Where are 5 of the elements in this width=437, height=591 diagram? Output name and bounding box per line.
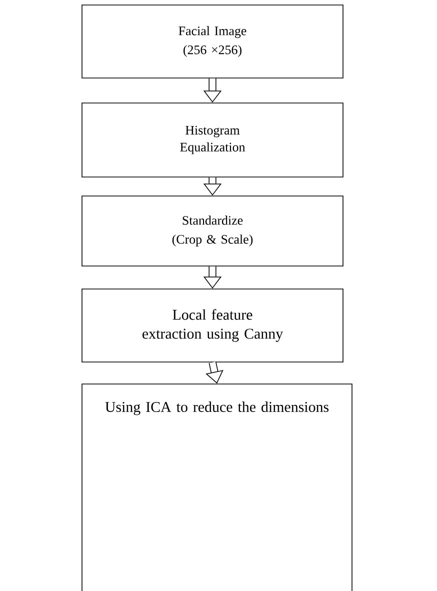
process-box: Standardize (Crop & Scale) bbox=[82, 196, 344, 266]
process-box: Histogram Equalization bbox=[82, 102, 344, 178]
process-box: Facial Image (256 ×256) bbox=[82, 4, 344, 78]
process-box: Using ICA to reduce the dimensions bbox=[82, 384, 352, 591]
process-box: Local feature extraction using Canny bbox=[82, 288, 344, 362]
